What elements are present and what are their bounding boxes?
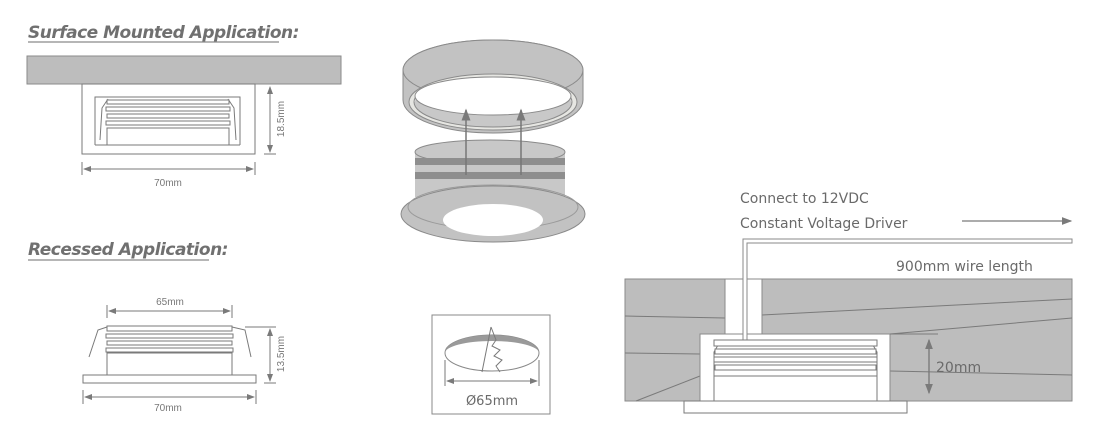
- recessed-title: Recessed Application:: [28, 240, 228, 260]
- ceiling-grain-lines: [624, 298, 1073, 402]
- installed-fixture: [683, 339, 908, 414]
- surface-height-label: 18.5mm: [276, 101, 287, 137]
- saw-cut-icon: [481, 326, 503, 373]
- trim-ring: [402, 39, 584, 134]
- cutout-section: Ø65mm: [431, 314, 551, 415]
- surface-fixture: [81, 83, 256, 155]
- connect-line-1: Connect to 12VDC: [740, 191, 869, 207]
- recessed-section: Recessed Application: 65mm 13.5mm 70mm: [28, 240, 287, 414]
- recessed-width-label: 70mm: [154, 403, 182, 414]
- light-lens: [443, 204, 543, 236]
- cutout-diameter-label: Ø65mm: [466, 394, 518, 409]
- installation-section: Connect to 12VDC Constant Voltage Driver…: [624, 191, 1073, 414]
- exploded-view: [400, 39, 586, 243]
- connect-line-2: Constant Voltage Driver: [740, 216, 908, 232]
- ceiling-surface: [26, 55, 342, 85]
- surface-title: Surface Mounted Application:: [28, 23, 299, 43]
- wire: [742, 238, 1073, 340]
- fixture-body: [400, 139, 586, 243]
- surface-width-label: 70mm: [154, 178, 182, 189]
- surface-mounted-section: Surface Mounted Application: 70mm 18.5mm: [26, 23, 342, 189]
- recessed-top-width-label: 65mm: [156, 297, 184, 308]
- recessed-height-label: 13.5mm: [276, 336, 287, 372]
- depth-label: 20mm: [936, 360, 981, 376]
- wire-length-label: 900mm wire length: [896, 259, 1033, 275]
- recessed-fixture: [82, 325, 257, 384]
